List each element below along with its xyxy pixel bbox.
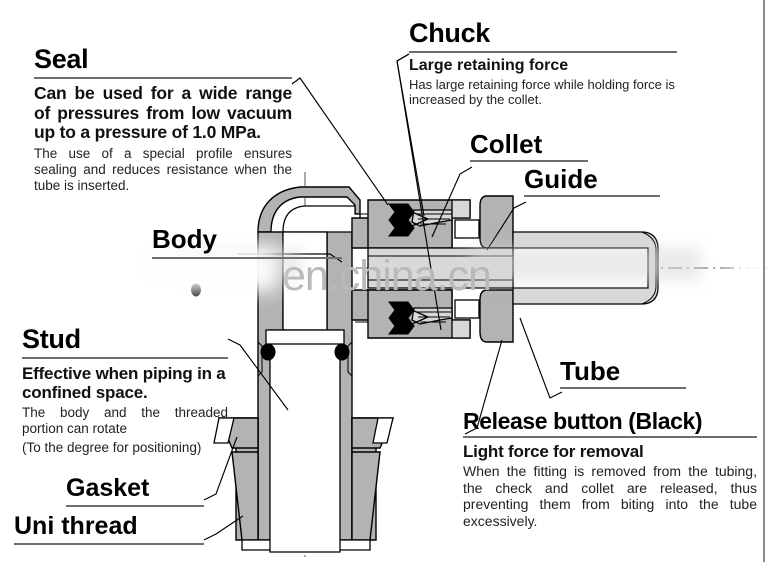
callout-body: Body [152,226,342,259]
callout-tube: Tube [560,358,686,389]
callout-gasket-title: Gasket [66,474,150,502]
right-frame-rule [763,0,765,562]
leader-gasket [203,436,238,501]
watermark-smudge-body [148,246,278,292]
callout-stud-bold: Effective when piping in a confined spac… [22,364,226,403]
callout-uni-thread: Uni thread [14,514,204,545]
o-ring-right [334,343,350,361]
callout-guide-rule [524,195,660,197]
callout-seal-bold: Can be used for a wide range of pressure… [34,83,292,143]
leader-tube [519,317,563,399]
callout-seal: Seal Can be used for a wide range of pre… [34,46,292,194]
gasket-right [372,417,394,444]
watermark-text: en.china.cn [282,252,492,300]
chuck-window-lower [454,299,480,319]
callout-stud: Stud Effective when piping in a confined… [22,326,228,456]
leader-chuck-b [396,53,442,331]
callout-guide: Guide [524,166,660,197]
guide-lower [479,289,514,343]
callout-body-title: Body [152,224,217,254]
callout-uni-thread-rule [14,543,204,545]
callout-tube-rule [560,387,686,389]
callout-collet: Collet [470,131,588,162]
callout-release-button-title: Release button (Black) [463,408,703,434]
leader-stud [227,338,289,411]
callout-chuck-bold: Large retaining force [409,57,569,74]
callout-chuck-body: Has large retaining force while holding … [409,76,675,108]
callout-gasket-rule [66,505,204,507]
callout-collet-title: Collet [470,129,543,159]
callout-stud-title: Stud [22,324,81,354]
callout-stud-body2: (To the degree for positioning) [22,439,202,455]
seal-upper [388,203,415,237]
callout-chuck: Chuck Large retaining force Has large re… [409,20,677,108]
sleeve-collar [265,329,345,345]
tube-bore [512,247,649,289]
release-button-lower [451,319,471,339]
gasket-left [213,417,235,444]
callout-chuck-rule [409,51,677,53]
chuck-window-upper [454,219,480,239]
callout-tube-title: Tube [560,356,621,386]
callout-uni-thread-title: Uni thread [14,512,138,540]
callout-release-button-body: When the fitting is removed from the tub… [463,463,757,529]
callout-chuck-title: Chuck [409,18,491,48]
callout-release-button: Release button (Black) Light force for r… [463,410,757,529]
leader-guide [486,201,527,251]
release-button-upper [451,199,471,219]
callout-seal-rule [34,77,292,79]
callout-stud-body: The body and the threaded portion can ro… [22,405,228,436]
callout-release-button-bold: Light force for removal [463,442,644,461]
leader-release-button [464,339,503,435]
callout-seal-title: Seal [34,44,89,74]
guide-upper [479,195,514,249]
seal-lower [388,301,415,335]
callout-gasket: Gasket [66,476,204,507]
callout-seal-body: The use of a special profile ensures sea… [34,145,292,193]
callout-stud-rule [22,357,228,359]
callout-body-rule [152,257,342,259]
callout-release-button-rule [463,436,757,438]
callout-collet-rule [470,160,588,162]
leader-uni-thread [203,515,244,541]
callout-guide-title: Guide [524,164,598,194]
inner-sleeve [269,329,341,553]
leader-collet [431,166,473,238]
o-ring-left [260,343,276,361]
leader-seal [291,77,389,206]
